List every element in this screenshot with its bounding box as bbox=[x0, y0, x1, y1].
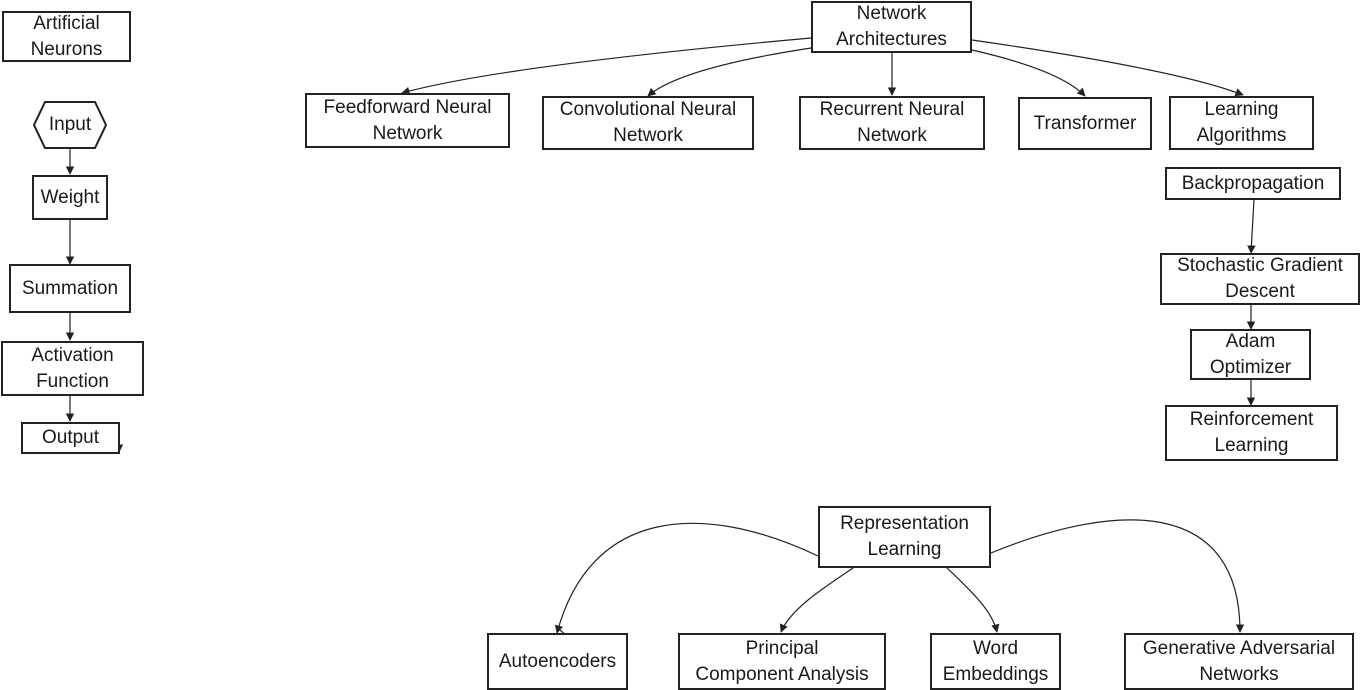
edge-arch-transformer bbox=[971, 49, 1086, 97]
node-backpropagation[interactable]: Backpropagation bbox=[1165, 167, 1341, 200]
node-learning-algorithms[interactable]: Learning Algorithms bbox=[1169, 96, 1314, 150]
node-weight-label: Weight bbox=[40, 186, 100, 208]
node-transformer[interactable]: Transformer bbox=[1018, 97, 1152, 150]
node-convolutional-label: Convolutional Neural Network bbox=[559, 99, 737, 146]
node-recurrent-label: Recurrent Neural Network bbox=[819, 99, 965, 146]
node-autoencoders[interactable]: Autoencoders bbox=[487, 633, 628, 690]
node-gan[interactable]: Generative Adversarial Networks bbox=[1124, 633, 1354, 690]
node-learning-algorithms-label: Learning Algorithms bbox=[1196, 99, 1287, 146]
edge-rep-pca bbox=[779, 565, 857, 633]
edge-backprop-sgd bbox=[1247, 198, 1256, 254]
node-network-architectures[interactable]: Network Architectures bbox=[811, 1, 972, 53]
node-activation-function-label: Activation Function bbox=[31, 344, 114, 392]
node-output-label: Output bbox=[41, 427, 100, 448]
node-recurrent[interactable]: Recurrent Neural Network bbox=[799, 96, 985, 150]
node-input-label: Input bbox=[48, 114, 92, 135]
node-gan-label: Generative Adversarial Networks bbox=[1142, 637, 1336, 685]
edge-arch-convolutional bbox=[647, 47, 812, 97]
node-adam-label: Adam Optimizer bbox=[1209, 330, 1292, 378]
node-artificial-neurons-label: Artificial Neurons bbox=[30, 12, 103, 60]
node-word-embeddings-label: Word Embeddings bbox=[942, 637, 1049, 685]
node-sgd-label: Stochastic Gradient Descent bbox=[1177, 255, 1343, 302]
node-reinforcement-label: Reinforcement Learning bbox=[1189, 409, 1314, 456]
node-representation-learning[interactable]: Representation Learning bbox=[818, 506, 991, 568]
node-convolutional[interactable]: Convolutional Neural Network bbox=[542, 96, 754, 150]
node-pca[interactable]: Principal Component Analysis bbox=[678, 633, 886, 690]
node-word-embeddings[interactable]: Word Embeddings bbox=[930, 633, 1061, 690]
node-network-architectures-label: Network Architectures bbox=[836, 3, 947, 50]
edge-arch-learning bbox=[971, 39, 1244, 97]
node-feedforward[interactable]: Feedforward Neural Network bbox=[305, 93, 510, 148]
node-summation-label: Summation bbox=[21, 277, 119, 299]
edge-rep-autoencoders bbox=[554, 522, 819, 634]
node-feedforward-label: Feedforward Neural Network bbox=[323, 96, 492, 144]
node-autoencoders-label: Autoencoders bbox=[498, 650, 617, 672]
node-artificial-neurons[interactable]: Artificial Neurons bbox=[2, 11, 131, 62]
node-summation[interactable]: Summation bbox=[9, 264, 131, 313]
node-adam[interactable]: Adam Optimizer bbox=[1190, 329, 1311, 380]
edge-arch-feedforward bbox=[401, 37, 812, 96]
node-pca-label: Principal Component Analysis bbox=[695, 637, 869, 685]
node-transformer-label: Transformer bbox=[1033, 112, 1137, 134]
node-backpropagation-label: Backpropagation bbox=[1181, 172, 1325, 194]
node-input[interactable] bbox=[33, 101, 107, 149]
node-sgd[interactable]: Stochastic Gradient Descent bbox=[1160, 253, 1360, 305]
edge-rep-word bbox=[945, 566, 1000, 633]
node-representation-learning-label: Representation Learning bbox=[840, 513, 969, 560]
edge-rep-gan bbox=[990, 519, 1245, 633]
node-weight[interactable]: Weight bbox=[32, 175, 108, 220]
node-reinforcement[interactable]: Reinforcement Learning bbox=[1165, 405, 1338, 461]
node-output[interactable]: Output bbox=[21, 422, 120, 454]
node-activation-function[interactable]: Activation Function bbox=[1, 341, 144, 396]
